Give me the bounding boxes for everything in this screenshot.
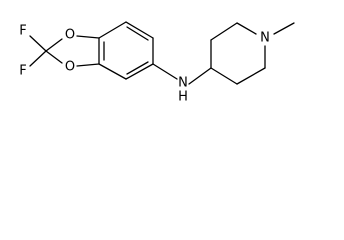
atom-fluorine-bottom: F: [19, 64, 26, 79]
bond-c2-o-top: [45, 38, 63, 52]
bond-pip-c6-c5: [236, 67, 266, 85]
atom-amine-hydrogen: H: [178, 90, 188, 104]
bond-pip-c2-n: [236, 22, 257, 35]
atom-oxygen-top: O: [65, 28, 75, 43]
bond-c5-nh: [152, 63, 178, 80]
bond-c2-f-bottom: [29, 50, 47, 67]
bond-pip-c3-c2: [210, 22, 238, 41]
bond-c2-f-top: [29, 35, 47, 52]
bond-c5-c4: [125, 63, 154, 80]
bond-c4-c3a: [98, 63, 127, 80]
atom-fluorine-top: F: [19, 24, 26, 39]
bond-c2-o-bottom: [45, 50, 63, 64]
atom-ring-nitrogen: N: [260, 31, 270, 46]
bond-c7-c6-inner: [126, 26, 149, 41]
bond-n-methyl: [273, 22, 295, 35]
atom-oxygen-bottom: O: [65, 60, 75, 75]
bond-c7-c6: [125, 21, 154, 39]
bond-c5-c4-inner: [126, 61, 149, 75]
chemical-structure: F F O O N H N: [19, 21, 295, 104]
bond-pip-c5-c4: [210, 67, 238, 85]
atom-amine-nitrogen: N: [178, 76, 188, 91]
bond-o-bottom-c3a: [76, 63, 100, 67]
bond-c7a-c7: [98, 21, 127, 39]
bond-o-top-c7a: [76, 35, 100, 39]
bond-nh-piperidine-c4: [188, 67, 212, 85]
